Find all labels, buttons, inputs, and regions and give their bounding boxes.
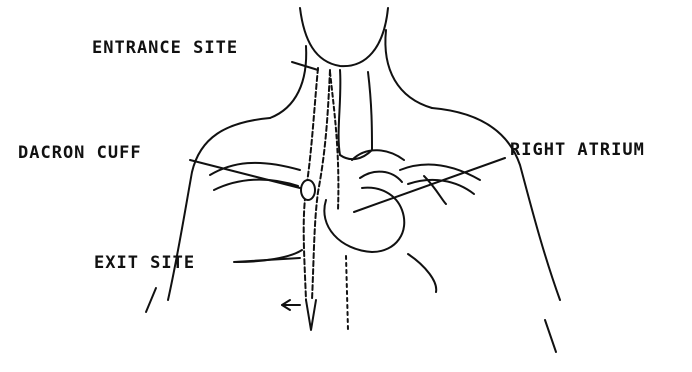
right-atrium-label: RIGHT ATRIUM bbox=[510, 142, 645, 159]
chin-outline bbox=[300, 8, 388, 66]
leader-atrium bbox=[354, 158, 505, 212]
right-clavicle-lower bbox=[408, 180, 474, 194]
right-arm-mark bbox=[545, 320, 556, 352]
entrance-site-label: ENTRANCE SITE bbox=[92, 40, 238, 57]
vena-cava-left bbox=[339, 70, 341, 155]
vena-cava-right bbox=[368, 72, 372, 150]
neck-left-outline bbox=[270, 46, 306, 118]
exit-site-label: EXIT SITE bbox=[94, 255, 195, 272]
left-arm-mark bbox=[146, 288, 156, 312]
right-pectoral bbox=[408, 254, 436, 292]
catheter-exit-tip bbox=[306, 300, 316, 330]
neck-right-outline bbox=[385, 30, 432, 108]
aorta-inner bbox=[360, 172, 402, 182]
catheter-intravascular bbox=[330, 72, 338, 210]
right-shoulder-outline bbox=[432, 108, 560, 300]
sternum-line bbox=[346, 256, 348, 330]
leader-exit bbox=[234, 258, 300, 262]
dacron-cuff bbox=[301, 180, 315, 200]
dacron-cuff-label: DACRON CUFF bbox=[18, 145, 142, 162]
